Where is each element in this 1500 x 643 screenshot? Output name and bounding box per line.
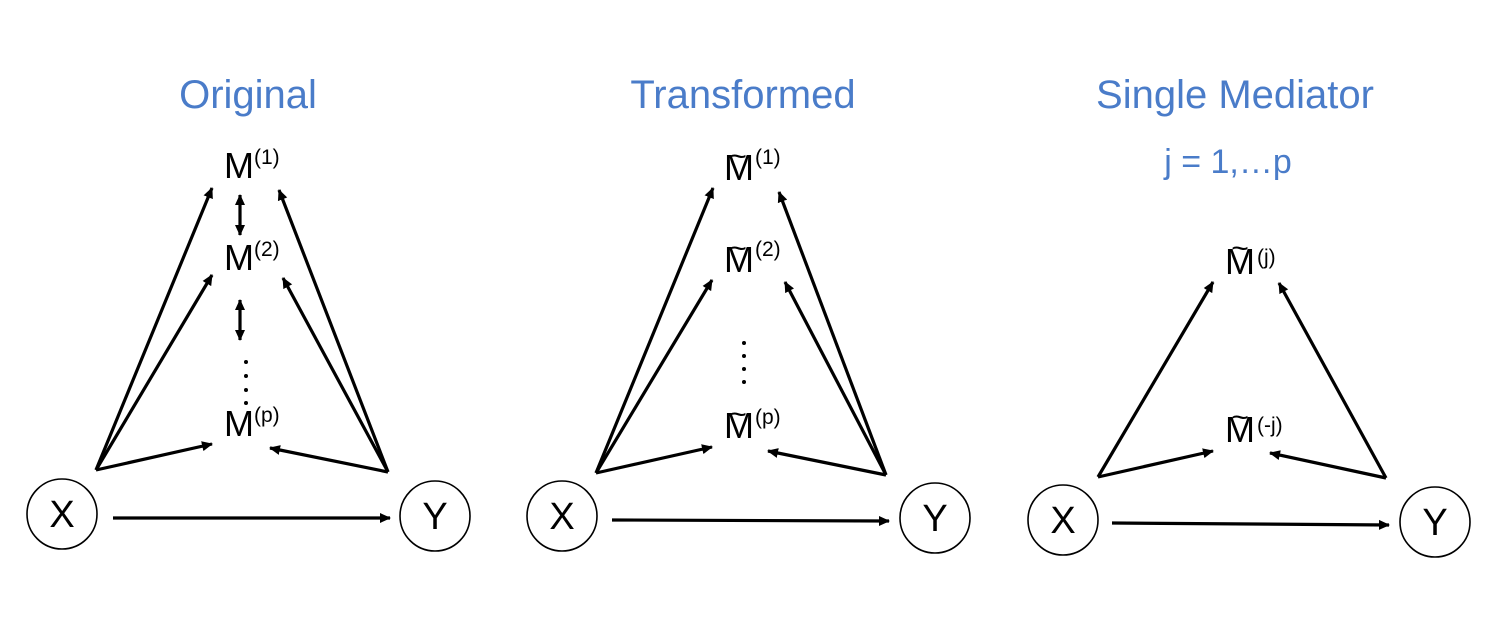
mediator-superscript: (-j) bbox=[1257, 414, 1283, 437]
mediator-node: M (1) bbox=[224, 145, 280, 186]
panel-original: Original M (1) M (2) M (p) X bbox=[26, 73, 471, 552]
x-node-label: X bbox=[1050, 500, 1075, 542]
mediator-superscript: (1) bbox=[755, 146, 781, 169]
mediator-base: M bbox=[224, 237, 254, 278]
tilde-mark: ~ bbox=[729, 140, 747, 173]
x-to-mediator-arrow bbox=[1097, 448, 1214, 479]
mediator-superscript: (j) bbox=[1257, 246, 1276, 269]
x-to-y-arrow bbox=[611, 515, 890, 526]
tilde-mark: ~ bbox=[1231, 232, 1249, 265]
mediator-base: M bbox=[224, 403, 254, 444]
vertical-ellipsis bbox=[244, 360, 248, 405]
tilde-mark: ~ bbox=[1231, 401, 1249, 434]
mediator-base: M bbox=[224, 145, 254, 186]
x-to-mediator-arrow bbox=[1096, 281, 1215, 478]
panel-single-mediator: Single Mediator j = 1,…p ~ M (j) ~ M (-j… bbox=[1027, 73, 1471, 558]
y-node-label: Y bbox=[922, 498, 947, 540]
y-node-label: Y bbox=[422, 496, 447, 538]
panel-title: Transformed bbox=[630, 73, 855, 117]
x-node: X bbox=[26, 478, 98, 550]
y-to-mediator-arrow bbox=[277, 189, 390, 473]
x-to-mediator-arrow bbox=[94, 187, 214, 471]
panel-transformed: Transformed ~ M (1) ~ M (2) ~ M (p) X bbox=[526, 73, 971, 554]
x-to-y-arrow bbox=[1111, 519, 1390, 530]
x-to-mediator-arrow bbox=[594, 187, 715, 474]
mediator-base: M bbox=[1225, 409, 1255, 450]
x-to-mediator-arrow bbox=[95, 441, 213, 472]
mediator-base: M bbox=[724, 405, 754, 446]
mediator-node: ~ M (1) bbox=[724, 140, 781, 188]
x-node: X bbox=[1027, 484, 1099, 556]
panel-subtitle: j = 1,…p bbox=[1163, 143, 1292, 181]
y-to-mediator-arrow bbox=[767, 448, 887, 477]
y-to-mediator-arrow bbox=[1277, 282, 1388, 479]
mediator-node: ~ M (-j) bbox=[1225, 401, 1283, 450]
y-to-mediator-arrow bbox=[777, 191, 888, 476]
mediator-base: M bbox=[1225, 241, 1255, 282]
mediator-base: M bbox=[724, 147, 754, 188]
x-to-mediator-arrow bbox=[94, 274, 214, 471]
tilde-mark: ~ bbox=[729, 232, 747, 265]
mediator-superscript: (1) bbox=[254, 146, 280, 169]
y-to-mediator-arrow bbox=[281, 277, 390, 473]
y-node: Y bbox=[899, 482, 971, 554]
panel-title: Single Mediator bbox=[1096, 73, 1374, 117]
mediator-superscript: (p) bbox=[755, 406, 781, 429]
panel-title: Original bbox=[179, 73, 317, 117]
mediator-node: ~ M (j) bbox=[1225, 232, 1276, 282]
x-node: X bbox=[526, 480, 598, 552]
mediator-superscript: (p) bbox=[254, 404, 280, 427]
mediator-base: M bbox=[724, 239, 754, 280]
x-node-label: X bbox=[549, 496, 574, 538]
mediator-node: M (2) bbox=[224, 237, 280, 278]
y-to-mediator-arrow bbox=[1269, 450, 1387, 480]
y-node-label: Y bbox=[1422, 502, 1447, 544]
y-to-mediator-arrow bbox=[269, 445, 389, 474]
mediator-node: ~ M (p) bbox=[724, 398, 781, 446]
x-to-mediator-arrow bbox=[594, 279, 714, 474]
mediator-node: ~ M (2) bbox=[724, 232, 781, 280]
x-to-mediator-arrow bbox=[595, 444, 713, 475]
mediator-node: M (p) bbox=[224, 403, 280, 444]
mediator-superscript: (2) bbox=[755, 238, 781, 261]
mediator-superscript: (2) bbox=[254, 238, 280, 261]
x-node-label: X bbox=[49, 494, 74, 536]
y-node: Y bbox=[399, 480, 471, 552]
y-node: Y bbox=[1399, 486, 1471, 558]
tilde-mark: ~ bbox=[729, 398, 747, 431]
y-to-mediator-arrow bbox=[783, 281, 888, 476]
vertical-ellipsis bbox=[742, 341, 746, 384]
